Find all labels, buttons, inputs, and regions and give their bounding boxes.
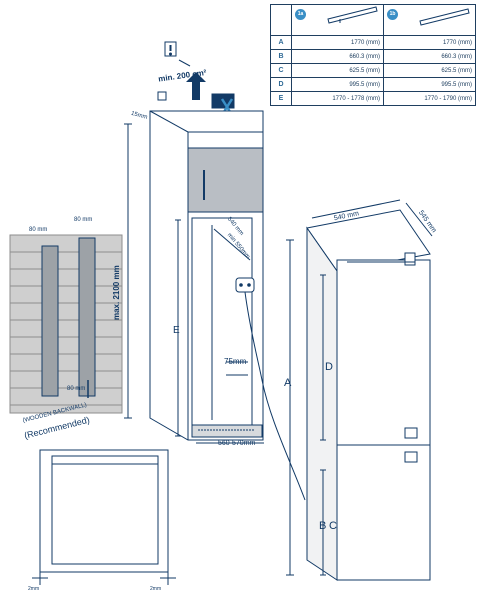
gap-2mm-right-label: 2mm bbox=[150, 586, 161, 592]
cell-1a: 1770 (mm) bbox=[291, 35, 384, 50]
fridge-b-label: B bbox=[319, 520, 326, 532]
bracket-1a-icon bbox=[327, 6, 378, 24]
fridge-c-label: C bbox=[329, 520, 337, 532]
wooden-backwall bbox=[9, 234, 123, 414]
table-row: B 660.3 (mm) 660.3 (mm) bbox=[270, 49, 476, 64]
cell-1a: 1770 - 1778 (mm) bbox=[291, 91, 384, 106]
cell-1a: 660.3 (mm) bbox=[291, 49, 384, 64]
max-height-label: max. 2100 mm bbox=[112, 265, 121, 320]
width-range-label: 560-570mm bbox=[218, 440, 256, 447]
row-label: B bbox=[270, 49, 292, 64]
table-row: E 1770 - 1778 (mm) 1770 - 1790 (mm) bbox=[270, 91, 476, 106]
cabinet-dimension-lines bbox=[124, 123, 264, 444]
top-gap-label: 15mm bbox=[130, 111, 148, 121]
cell-1b: 1770 - 1790 (mm) bbox=[383, 91, 476, 106]
badge-1a: 1a bbox=[295, 9, 306, 20]
table-header-row: 1a 1b bbox=[270, 4, 476, 36]
cell-1b: 660.3 (mm) bbox=[383, 49, 476, 64]
table-row: C 625.5 (mm) 625.5 (mm) bbox=[270, 63, 476, 78]
strip-80-a-label: 80 mm bbox=[29, 227, 47, 233]
cell-1a: 625.5 (mm) bbox=[291, 63, 384, 78]
row-label: C bbox=[270, 63, 292, 78]
row-label: A bbox=[270, 35, 292, 50]
cell-1b: 1770 (mm) bbox=[383, 35, 476, 50]
row-label: E bbox=[270, 91, 292, 106]
table-row: A 1770 (mm) 1770 (mm) bbox=[270, 35, 476, 50]
gap-75-label: 75mm bbox=[224, 357, 247, 366]
fridge-a-label: A bbox=[284, 377, 292, 389]
table-header-1a: 1a bbox=[291, 4, 384, 36]
cell-1b: 625.5 (mm) bbox=[383, 63, 476, 78]
bracket-1b-icon bbox=[419, 8, 470, 26]
table-row: D 995.5 (mm) 995.5 (mm) bbox=[270, 77, 476, 92]
tall-cabinet bbox=[149, 110, 264, 441]
table-header-1b: 1b bbox=[383, 4, 476, 36]
cell-1a: 995.5 (mm) bbox=[291, 77, 384, 92]
dimensions-table: 1a 1b A 1770 (mm) 1770 (mm) B 660.3 (mm)… bbox=[270, 4, 476, 106]
airflow-arrow-icon bbox=[186, 72, 206, 100]
cabinet-e-label: E bbox=[173, 325, 180, 336]
strip-80-c-label: 80 mm bbox=[67, 386, 85, 392]
gap-2mm-left-label: 2mm bbox=[28, 586, 39, 592]
badge-1b: 1b bbox=[387, 9, 398, 20]
fridge-dimension-lines bbox=[286, 199, 433, 576]
strip-80-b-label: 80 mm bbox=[74, 217, 92, 223]
bottom-frame-diagram bbox=[32, 449, 176, 585]
table-corner-cell bbox=[270, 4, 292, 36]
fridge-d-label: D bbox=[325, 361, 333, 373]
fridge bbox=[306, 209, 431, 581]
ventilation-warning-icon bbox=[164, 41, 191, 67]
row-label: D bbox=[270, 77, 292, 92]
power-plug-icon bbox=[235, 277, 306, 501]
cell-1b: 995.5 (mm) bbox=[383, 77, 476, 92]
